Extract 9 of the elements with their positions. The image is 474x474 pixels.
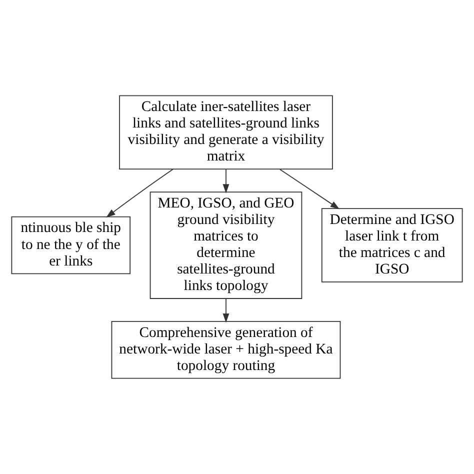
arrow: [222, 168, 230, 194]
node-box: Determine and IGSO laser link t from the matrices c and IGSO: [321, 208, 463, 282]
arrow: [222, 298, 230, 323]
node-box: MEO, IGSO, and GEO ground visibility matrices to determine satellites-ground links topology: [150, 192, 302, 299]
arrow: [106, 168, 174, 218]
node-box: ntinuous ble ship to ne the y of the er links: [11, 216, 131, 274]
arrow: [279, 168, 340, 210]
node-box: Comprehensive generation of network-wide laser + high-speed Ka topology routing: [111, 320, 341, 379]
node-box: Calculate iner-satellites laser links and satellites-ground links visibility and generate a visibility matrix: [119, 95, 333, 170]
